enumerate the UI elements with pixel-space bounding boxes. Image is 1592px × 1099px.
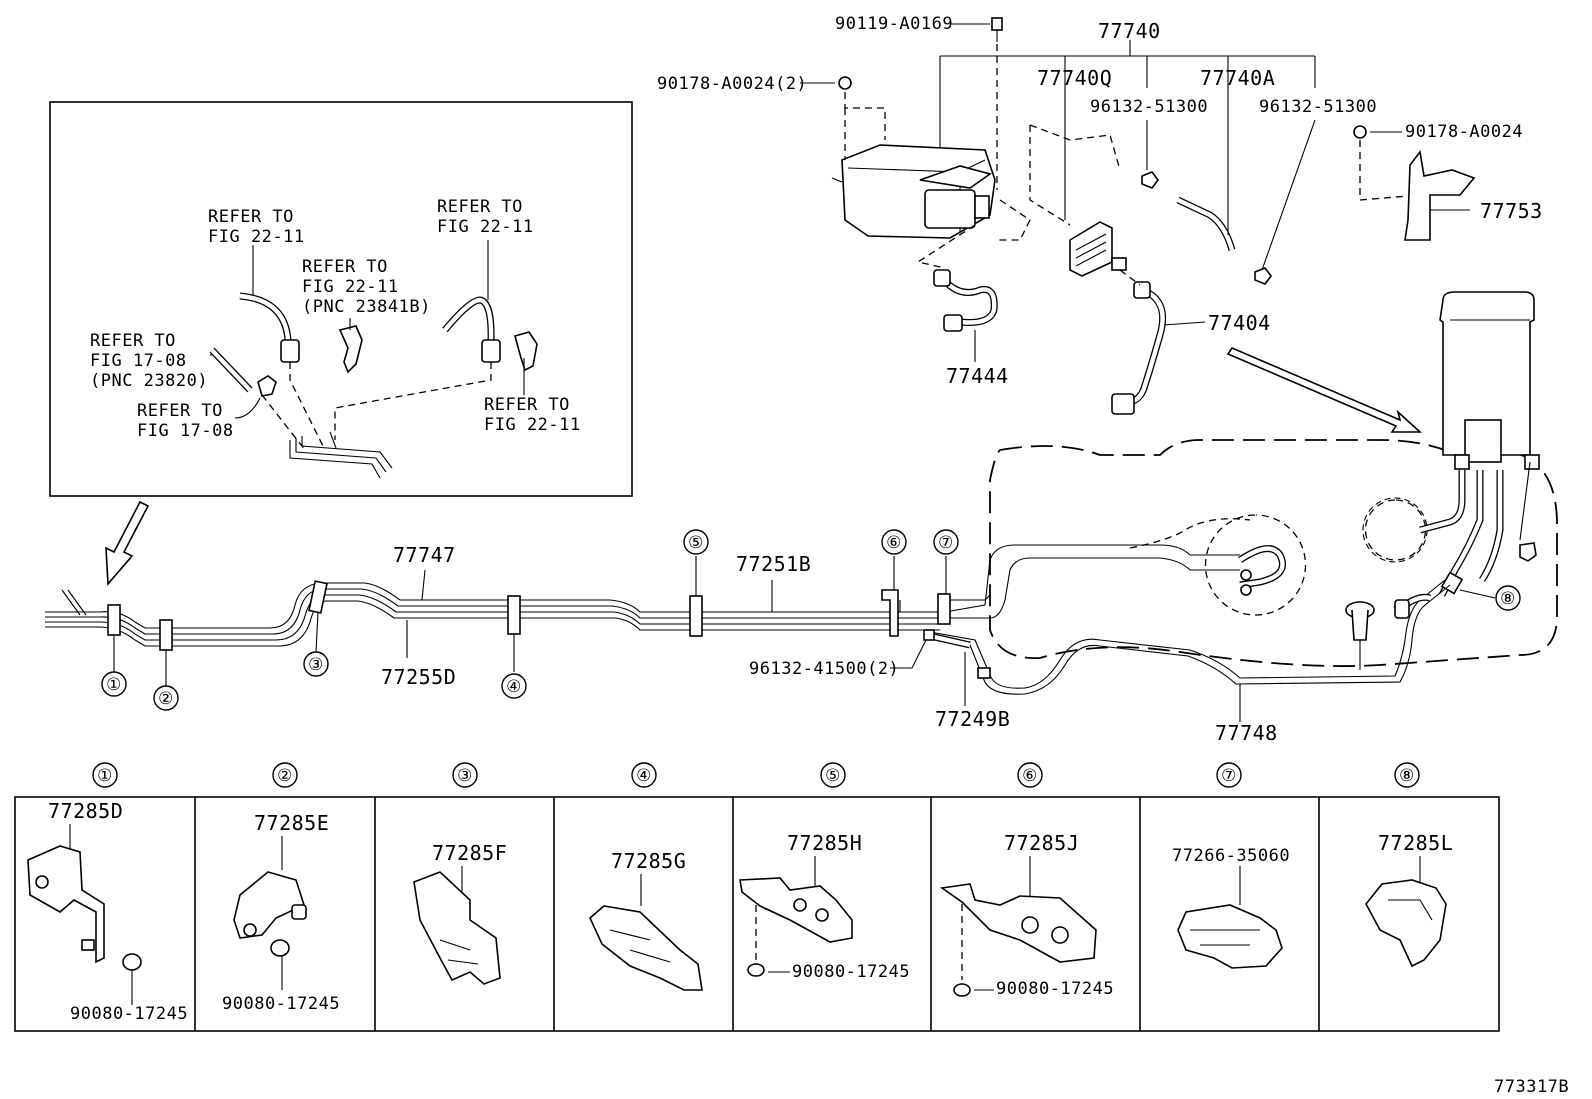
part-96132-51300-b-label: 96132-51300 — [1259, 97, 1377, 117]
table-part-6: 77285J — [1004, 831, 1079, 855]
ref-label-2-fig: FIG 22-11 — [302, 277, 399, 297]
table-sub-6: 90080-17245 — [996, 979, 1114, 999]
tank-arrow — [1226, 347, 1423, 433]
part-77740a-label: 77740A — [1200, 66, 1275, 90]
main-callouts: ① ② ③ ④ ⑤ ⑥ ⑦ ⑧ — [101, 529, 1521, 711]
ref-label-4-fig: FIG 17-08 — [90, 351, 187, 371]
part-77251b-label: 77251B — [736, 552, 811, 576]
table-part-4: 77285G — [611, 849, 686, 873]
inset-arrow — [105, 500, 150, 587]
fuel-tank — [989, 291, 1558, 670]
ref-label-6-fig: FIG 22-11 — [484, 415, 581, 435]
ref-label-2-pnc: (PNC 23841B) — [302, 297, 431, 317]
table-num-5: ⑤ — [825, 766, 841, 786]
ref-label-1-fig: FIG 22-11 — [208, 227, 305, 247]
table-part-8: 77285L — [1378, 831, 1453, 855]
clamp-2 — [159, 619, 173, 651]
table-num-1: ① — [97, 766, 113, 786]
ref-label-4-pnc: (PNC 23820) — [90, 371, 208, 391]
callout-8: ⑧ — [1500, 589, 1516, 609]
table-num-4: ④ — [636, 766, 652, 786]
clamp-5 — [689, 595, 703, 637]
table-num-2: ② — [277, 766, 293, 786]
part-77748-label: 77748 — [1215, 721, 1278, 745]
part-77740q-label: 77740Q — [1037, 66, 1112, 90]
part-90178-label: 90178-A0024 — [1405, 122, 1523, 142]
part-90178-2-label: 90178-A0024(2) — [657, 74, 807, 94]
table-num-3: ③ — [457, 766, 473, 786]
table-sub-1: 90080-17245 — [70, 1004, 188, 1024]
part-77740-label: 77740 — [1098, 19, 1161, 43]
part-77255d-label: 77255D — [381, 665, 456, 689]
callout-6: ⑥ — [886, 533, 902, 553]
ref-label-3-fig: FIG 22-11 — [437, 217, 534, 237]
ref-label-5: REFER TO — [137, 401, 223, 421]
main-fuel-lines — [45, 518, 1451, 722]
table-part-2: 77285E — [254, 811, 329, 835]
table-part-3: 77285F — [432, 841, 507, 865]
table-part-5: 77285H — [787, 831, 862, 855]
part-96132-41500-label: 96132-41500(2) — [749, 659, 899, 679]
part-77747-label: 77747 — [393, 543, 456, 567]
ref-label-4: REFER TO — [90, 331, 176, 351]
ref-label-6: REFER TO — [484, 395, 570, 415]
part-77753-label: 77753 — [1480, 199, 1543, 223]
table-num-7: ⑦ — [1221, 766, 1237, 786]
part-77444-label: 77444 — [946, 364, 1009, 388]
part-77404-label: 77404 — [1208, 311, 1271, 335]
ref-label-1: REFER TO — [208, 207, 294, 227]
clamp-4 — [507, 595, 521, 635]
clamp-7 — [937, 593, 951, 625]
part-96132-51300-a-label: 96132-51300 — [1090, 97, 1208, 117]
table-part-1: 77285D — [48, 799, 123, 823]
callout-3: ③ — [308, 655, 324, 675]
clamp-3 — [308, 580, 328, 614]
canister-group — [800, 17, 1476, 415]
table-part-7: 77266-35060 — [1172, 846, 1290, 866]
ref-label-5-fig: FIG 17-08 — [137, 421, 234, 441]
callout-5: ⑤ — [688, 533, 704, 553]
figure-code: 773317B — [1494, 1077, 1569, 1097]
table-num-8: ⑧ — [1399, 766, 1415, 786]
table-sub-2: 90080-17245 — [222, 994, 340, 1014]
part-90119-label: 90119-A0169 — [835, 14, 953, 34]
clamp-1 — [107, 604, 121, 636]
clamp-table: ① ② ③ ④ ⑤ ⑥ ⑦ ⑧ 77285D 90080-17245 77285… — [14, 762, 1500, 1032]
table-sub-5: 90080-17245 — [792, 962, 910, 982]
table-num-6: ⑥ — [1022, 766, 1038, 786]
part-77249b-label: 77249B — [935, 707, 1010, 731]
callout-7: ⑦ — [938, 533, 954, 553]
clamp-6 — [881, 589, 899, 637]
callout-2: ② — [158, 689, 174, 709]
ref-label-3: REFER TO — [437, 197, 523, 217]
callout-4: ④ — [506, 677, 522, 697]
detail-inset: REFER TO FIG 22-11 REFER TO FIG 22-11 (P… — [49, 101, 633, 497]
callout-1: ① — [106, 675, 122, 695]
ref-label-2: REFER TO — [302, 257, 388, 277]
